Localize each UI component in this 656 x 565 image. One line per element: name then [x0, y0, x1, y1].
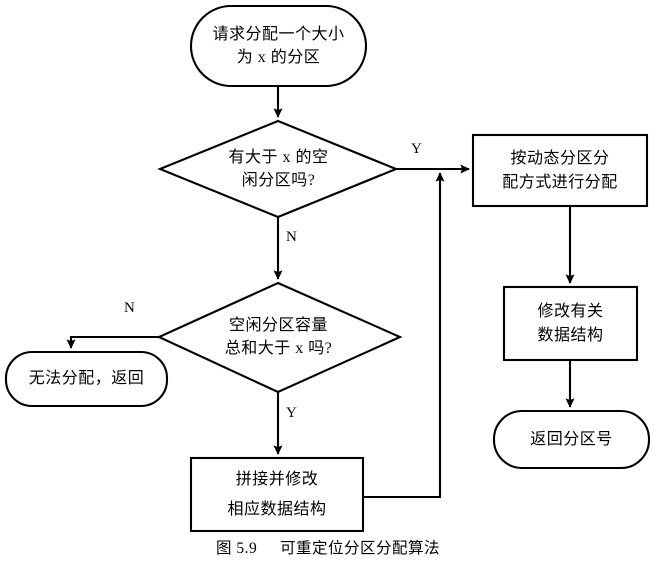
edge-label-yes-decision1: Y [411, 141, 422, 157]
process-update-data-structure-shape [502, 285, 639, 362]
decision-total-free-capacity-greater-than-x-shape [156, 281, 403, 394]
process-dynamic-partition-allocation-shape [471, 133, 649, 208]
figure-caption-number: 图 5.9 [215, 540, 258, 557]
figure-caption: 图 5.9 可重定位分区分配算法 [0, 536, 656, 558]
edge-label-no-decision1: N [286, 229, 297, 245]
edge-decision2-no-to-end-fail [66, 335, 159, 349]
edge-label-yes-decision2: Y [286, 405, 297, 421]
figure-caption-title: 可重定位分区分配算法 [280, 540, 441, 557]
process-compact-and-update-structure-shape [189, 456, 365, 533]
edge-label-no-decision2: N [124, 300, 135, 316]
decision-free-partition-larger-than-x-shape [157, 119, 399, 219]
edge-process-compact-to-process-alloc [363, 172, 445, 499]
start-node-shape [189, 4, 368, 88]
end-node-return-partition-number-shape [492, 409, 651, 470]
end-node-allocation-failed-shape [4, 350, 169, 408]
